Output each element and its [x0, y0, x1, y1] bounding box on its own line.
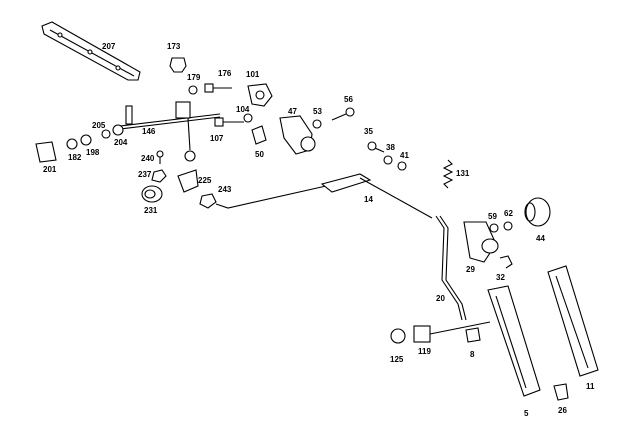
label-26: 26 [558, 406, 567, 415]
part-119-pivot [413, 321, 491, 343]
part-50-bushing [251, 125, 267, 145]
part-205-bushing [112, 124, 124, 136]
label-119: 119 [418, 347, 431, 356]
label-182: 182 [68, 153, 82, 162]
label-59: 59 [488, 212, 497, 221]
part-29-lever [463, 221, 499, 263]
label-56: 56 [344, 95, 353, 104]
part-179-nut [188, 85, 198, 95]
part-44-stop [524, 197, 551, 227]
part-182-ring [66, 138, 78, 150]
label-204: 204 [114, 138, 128, 147]
part-56-screw [331, 107, 355, 121]
part-131-spring [442, 159, 454, 189]
part-35-bolt [367, 141, 385, 153]
part-47-lever [279, 115, 316, 155]
part-243-nut [199, 193, 217, 209]
label-231: 231 [144, 206, 158, 215]
part-8-pad [465, 327, 481, 343]
label-11: 11 [586, 382, 595, 391]
part-125-ring [390, 328, 406, 344]
part-62-nut [503, 221, 513, 231]
label-101: 101 [246, 70, 260, 79]
label-44: 44 [536, 234, 545, 243]
part-176-bolt [204, 83, 232, 93]
label-41: 41 [400, 151, 409, 160]
label-62: 62 [504, 209, 513, 218]
label-198: 198 [86, 148, 100, 157]
label-20: 20 [436, 294, 445, 303]
label-237: 237 [138, 170, 152, 179]
label-14: 14 [364, 195, 373, 204]
label-35: 35 [364, 127, 373, 136]
part-38-washer [383, 155, 393, 165]
part-20-pedal-arm [435, 215, 467, 321]
label-125: 125 [390, 355, 404, 364]
part-53-washer [312, 119, 322, 129]
label-225: 225 [198, 176, 212, 185]
part-198-ring [80, 134, 92, 146]
label-240: 240 [141, 154, 155, 163]
part-5-pedal [487, 285, 541, 397]
label-146: 146 [142, 127, 156, 136]
label-32: 32 [496, 273, 505, 282]
part-101-bracket [247, 83, 273, 107]
part-231-roller [141, 185, 163, 203]
part-107-bolt [214, 117, 244, 127]
label-173: 173 [167, 42, 181, 51]
part-240-pin [156, 150, 164, 164]
label-50: 50 [255, 150, 264, 159]
part-104-washer [243, 113, 253, 123]
label-201: 201 [43, 165, 57, 174]
label-176: 176 [218, 69, 232, 78]
label-179: 179 [187, 73, 201, 82]
part-26-clip [553, 383, 569, 401]
label-5: 5 [524, 409, 529, 418]
label-53: 53 [313, 107, 322, 116]
part-201-plate [35, 141, 57, 163]
part-204-washer [101, 129, 111, 139]
label-47: 47 [288, 107, 297, 116]
part-225-linkage [177, 117, 199, 193]
part-237-nut [151, 169, 167, 183]
part-32-clip [499, 255, 513, 269]
part-207-rail [41, 21, 141, 81]
part-14-rod [215, 173, 433, 219]
label-207: 207 [102, 42, 116, 51]
label-104: 104 [236, 105, 250, 114]
part-41-washer [397, 161, 407, 171]
part-146-shaft [119, 101, 221, 130]
label-8: 8 [470, 350, 475, 359]
label-107: 107 [210, 134, 224, 143]
part-11-pedal-cover [547, 265, 599, 377]
label-243: 243 [218, 185, 232, 194]
label-205: 205 [92, 121, 106, 130]
label-29: 29 [466, 265, 475, 274]
label-131: 131 [456, 169, 470, 178]
label-38: 38 [386, 143, 395, 152]
part-173-clip [169, 57, 187, 73]
part-59-nut [489, 223, 499, 233]
